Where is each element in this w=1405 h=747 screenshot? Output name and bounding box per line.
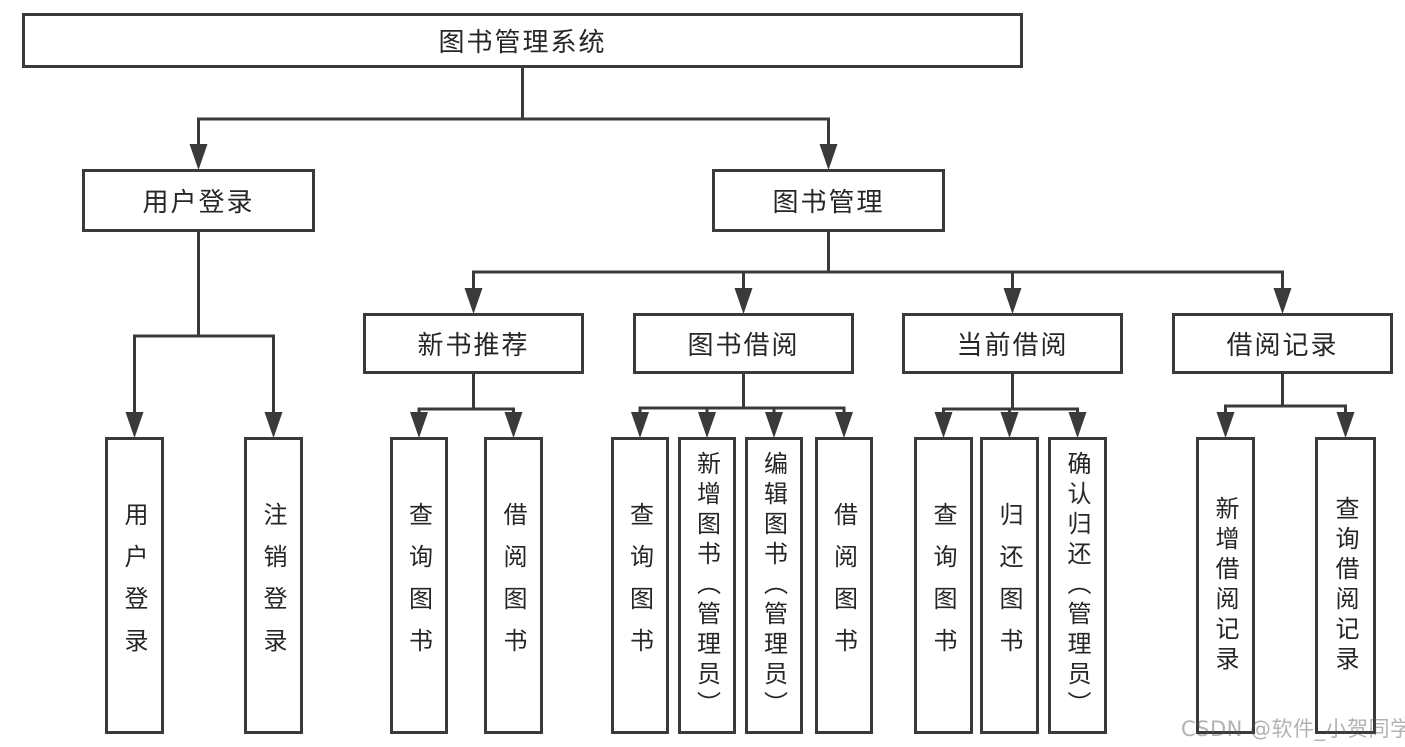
node-mgmt: 图书管理 <box>712 169 945 232</box>
node-borrow: 图书借阅 <box>633 313 854 374</box>
node-leaf-bor-add: 新增图书（管理员） <box>678 437 736 734</box>
node-login: 用户登录 <box>82 169 315 232</box>
node-leaf-bor-query: 查询图书 <box>611 437 669 734</box>
node-current: 当前借阅 <box>902 313 1123 374</box>
node-leaf-cur-query: 查询图书 <box>914 437 973 734</box>
node-leaf-log-query: 查询借阅记录 <box>1315 437 1376 734</box>
node-leaf-rec-borrow: 借阅图书 <box>484 437 543 734</box>
node-rec: 新书推荐 <box>363 313 584 374</box>
node-leaf-bor-edit: 编辑图书（管理员） <box>745 437 803 734</box>
node-root: 图书管理系统 <box>22 13 1023 68</box>
node-leaf-rec-query: 查询图书 <box>390 437 448 734</box>
node-leaf-log-add: 新增借阅记录 <box>1196 437 1255 734</box>
node-leaf-cur-confirm: 确认归还（管理员） <box>1048 437 1107 734</box>
node-leaf-user-login: 用户登录 <box>105 437 164 734</box>
node-leaf-bor-borrow: 借阅图书 <box>815 437 873 734</box>
node-leaf-cur-return: 归还图书 <box>980 437 1039 734</box>
csdn-watermark: CSDN @软件_小贺同学 <box>1181 717 1405 741</box>
node-leaf-logout: 注销登录 <box>244 437 303 734</box>
node-records: 借阅记录 <box>1172 313 1393 374</box>
